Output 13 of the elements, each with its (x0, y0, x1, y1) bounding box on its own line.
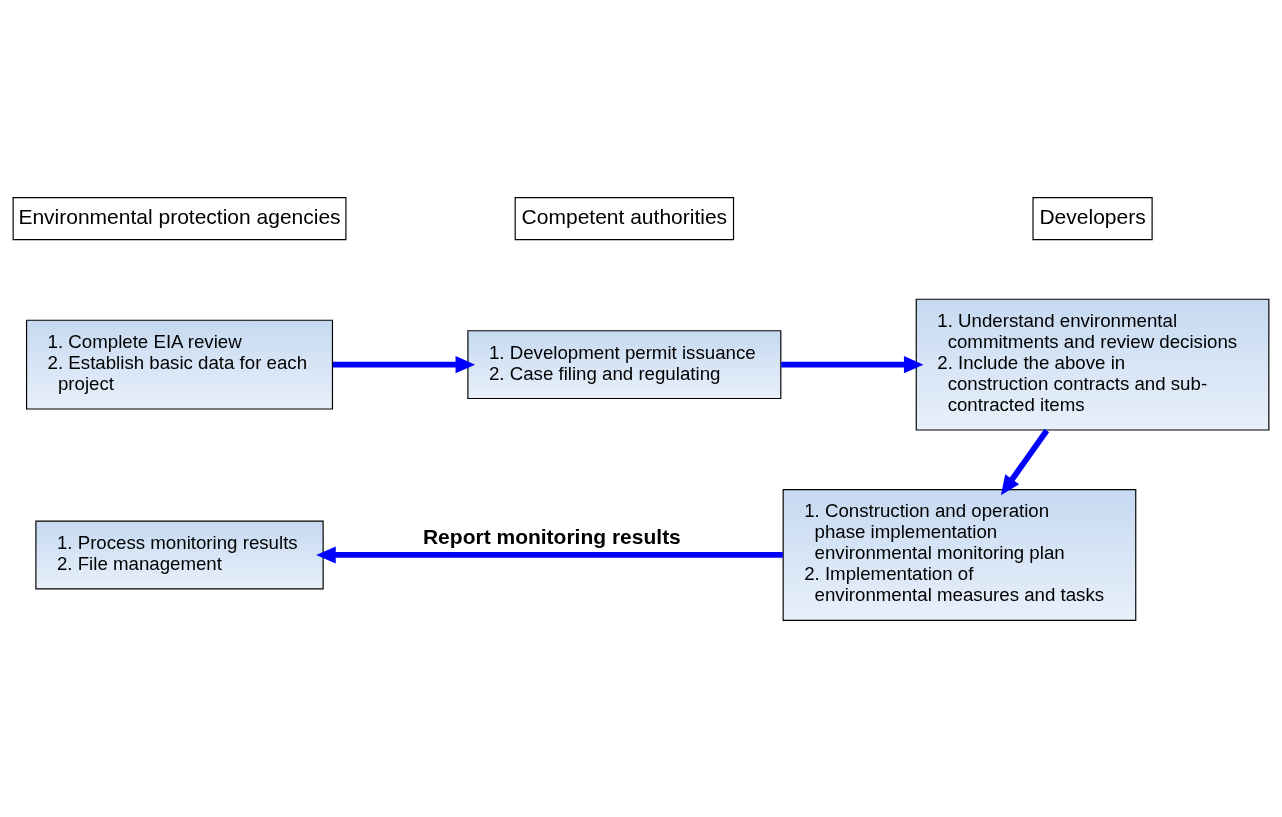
node-box: 1. Complete EIA review 2. Establish basic data for each project (26, 319, 334, 410)
arrow (781, 355, 924, 373)
arrow (316, 545, 783, 563)
node-box: 1. Development permit issuance 2. Case filing and regulating (467, 329, 782, 399)
edge-label: Report monitoring results (422, 524, 681, 548)
arrow (1000, 428, 1050, 495)
arrow (332, 355, 476, 373)
node-box: Competent authorities (514, 196, 735, 240)
node-box: 1. Understand environmental commitments and review decisions 2. Include the above in construction contracts and sub-contracted items (915, 298, 1270, 431)
node-box: Environmental protection agencies (12, 196, 347, 240)
node-box: 1. Process monitoring results 2. File management (35, 520, 324, 589)
node-box: Developers (1032, 196, 1153, 240)
node-box: 1. Construction and operation phase implementation environmental monitoring plan 2. Implementation of environmental measures and tasks (782, 488, 1137, 621)
